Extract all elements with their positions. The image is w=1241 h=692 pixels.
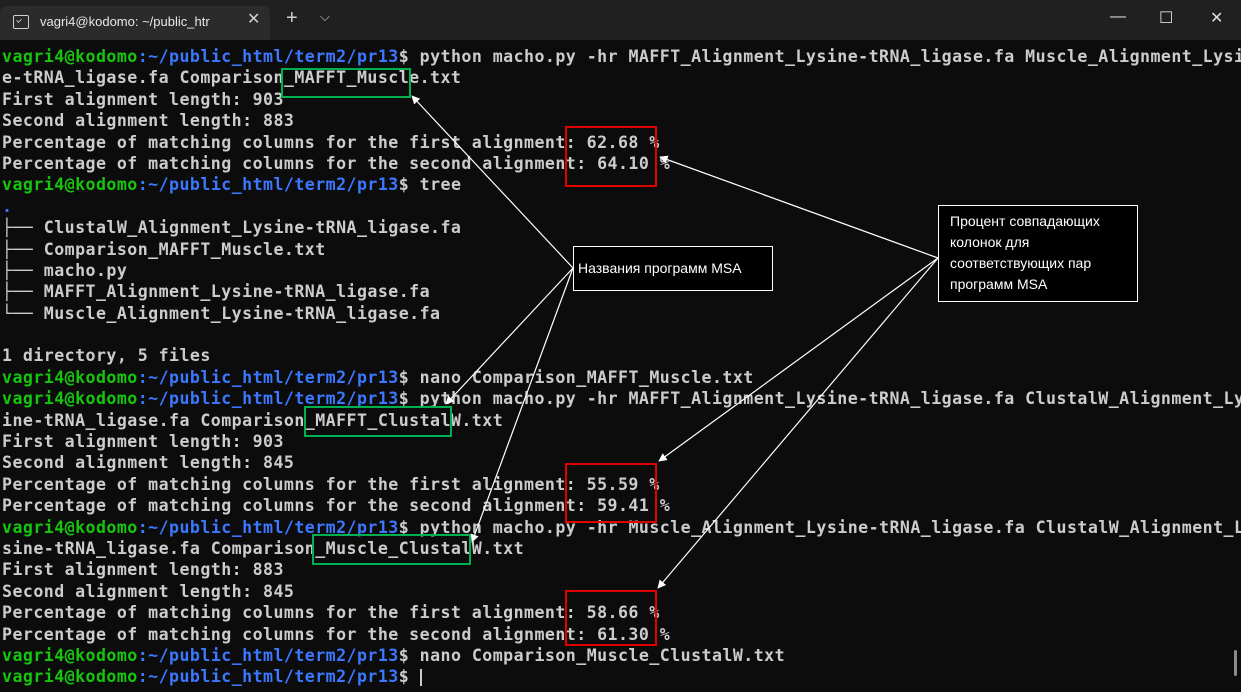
- percent-highlight: [565, 590, 657, 646]
- output-text: ├── ClustalW_Alignment_Lysine-tRNA_ligas…: [2, 218, 462, 238]
- prompt-user: vagri4@kodomo: [2, 645, 138, 665]
- prompt-user: vagri4@kodomo: [2, 389, 138, 409]
- output-text: First alignment length: 903: [2, 432, 284, 452]
- output-text: Percentage of matching columns for the s…: [2, 624, 671, 644]
- scrollbar[interactable]: [1234, 650, 1237, 676]
- output-line: sine-tRNA_ligase.fa Comparison_Muscle_Cl…: [2, 538, 1238, 559]
- output-text: Percentage of matching columns for the f…: [2, 603, 660, 623]
- new-tab-button[interactable]: +: [286, 7, 298, 29]
- output-text: Second alignment length: 845: [2, 453, 295, 473]
- msa-names-label: Названия программ MSA: [578, 260, 742, 276]
- maximize-button[interactable]: ☐: [1159, 10, 1174, 27]
- output-line: e-tRNA_ligase.fa Comparison_MAFFT_Muscle…: [2, 67, 1238, 88]
- output-line: ├── ClustalW_Alignment_Lysine-tRNA_ligas…: [2, 217, 1238, 238]
- prompt-line: vagri4@kodomo:~/public_html/term2/pr13$ …: [2, 367, 1238, 388]
- title-bar: vagri4@kodomo: ~/public_htr ✕ + ⌵ — ☐ ✕: [0, 0, 1241, 40]
- prompt-line: vagri4@kodomo:~/public_html/term2/pr13$: [2, 666, 1238, 687]
- msa-name-highlight: [304, 406, 452, 437]
- output-line: Percentage of matching columns for the f…: [2, 602, 1238, 623]
- prompt-user: vagri4@kodomo: [2, 517, 138, 537]
- prompt-user: vagri4@kodomo: [2, 175, 138, 195]
- output-line: .: [2, 196, 1238, 217]
- output-text: Percentage of matching columns for the f…: [2, 474, 660, 494]
- output-line: First alignment length: 903: [2, 431, 1238, 452]
- output-text: First alignment length: 883: [2, 560, 284, 580]
- prompt-symbol: $: [398, 175, 410, 195]
- percent-highlight: [565, 463, 657, 523]
- output-line: Second alignment length: 845: [2, 452, 1238, 473]
- output-line: [2, 324, 1238, 345]
- percent-label-line: Процент совпадающих: [950, 213, 1100, 229]
- terminal-icon: [13, 15, 29, 29]
- percent-highlight: [565, 126, 657, 187]
- output-line: 1 directory, 5 files: [2, 345, 1238, 366]
- output-line: ├── Comparison_MAFFT_Muscle.txt: [2, 239, 1238, 260]
- prompt-path: :~/public_html/term2/pr13: [137, 667, 399, 687]
- output-text: Percentage of matching columns for the f…: [2, 132, 660, 152]
- prompt-path: :~/public_html/term2/pr13: [137, 367, 399, 387]
- text-cursor: [419, 669, 422, 687]
- command-text: tree: [409, 175, 462, 195]
- prompt-line: vagri4@kodomo:~/public_html/term2/pr13$ …: [2, 645, 1238, 666]
- prompt-line: vagri4@kodomo:~/public_html/term2/pr13$ …: [2, 388, 1241, 409]
- prompt-path: :~/public_html/term2/pr13: [137, 645, 399, 665]
- output-line: First alignment length: 883: [2, 559, 1238, 580]
- output-text: Second alignment length: 845: [2, 581, 295, 601]
- command-text: nano Comparison_Muscle_ClustalW.txt: [409, 645, 786, 665]
- command-text: [409, 667, 419, 686]
- output-text: ├── MAFFT_Alignment_Lysine-tRNA_ligase.f…: [2, 282, 431, 302]
- output-text: sine-tRNA_ligase.fa Comparison_Muscle_Cl…: [2, 538, 525, 558]
- percent-label-line: колонок для: [950, 234, 1030, 250]
- output-line: └── Muscle_Alignment_Lysine-tRNA_ligase.…: [2, 303, 1238, 324]
- terminal-tab[interactable]: vagri4@kodomo: ~/public_htr ✕: [0, 6, 270, 40]
- output-text: └── Muscle_Alignment_Lysine-tRNA_ligase.…: [2, 303, 441, 323]
- prompt-symbol: $: [398, 367, 410, 387]
- msa-name-highlight: [281, 68, 411, 98]
- output-text: e-tRNA_ligase.fa Comparison_MAFFT_Muscle…: [2, 68, 462, 88]
- command-text: python macho.py -hr MAFFT_Alignment_Lysi…: [409, 389, 1241, 409]
- msa-name-highlight: [312, 534, 471, 565]
- prompt-symbol: $: [398, 667, 410, 687]
- chevron-down-icon[interactable]: ⌵: [320, 9, 330, 24]
- prompt-symbol: $: [398, 389, 410, 409]
- prompt-symbol: $: [398, 645, 410, 665]
- prompt-user: vagri4@kodomo: [2, 667, 138, 687]
- prompt-symbol: $: [398, 47, 410, 66]
- minimize-button[interactable]: —: [1110, 8, 1126, 25]
- output-line: ├── macho.py: [2, 260, 1238, 281]
- prompt-path: :~/public_html/term2/pr13: [137, 47, 399, 66]
- prompt-user: vagri4@kodomo: [2, 367, 138, 387]
- output-line: Second alignment length: 883: [2, 110, 1238, 131]
- prompt-symbol: $: [398, 517, 410, 537]
- percent-label-line: программ MSA: [950, 276, 1048, 292]
- tab-close-icon[interactable]: ✕: [247, 11, 261, 28]
- msa-names-callout: Названия программ MSA: [573, 246, 773, 291]
- command-text: python macho.py -hr Muscle_Alignment_Lys…: [409, 517, 1241, 537]
- command-text: nano Comparison_MAFFT_Muscle.txt: [409, 367, 754, 387]
- output-text: First alignment length: 903: [2, 89, 284, 109]
- tree-root: .: [2, 196, 13, 216]
- output-line: ine-tRNA_ligase.fa Comparison_MAFFT_Clus…: [2, 410, 1238, 431]
- output-line: Percentage of matching columns for the s…: [2, 624, 1238, 645]
- prompt-user: vagri4@kodomo: [2, 47, 138, 66]
- window-close-button[interactable]: ✕: [1210, 10, 1224, 27]
- output-line: ├── MAFFT_Alignment_Lysine-tRNA_ligase.f…: [2, 281, 1238, 302]
- output-text: ├── macho.py: [2, 260, 128, 280]
- prompt-path: :~/public_html/term2/pr13: [137, 517, 399, 537]
- tab-title: vagri4@kodomo: ~/public_htr: [40, 14, 210, 29]
- command-text: python macho.py -hr MAFFT_Alignment_Lysi…: [409, 47, 1241, 66]
- prompt-path: :~/public_html/term2/pr13: [137, 175, 399, 195]
- output-text: 1 directory, 5 files: [2, 346, 211, 366]
- output-text: ├── Comparison_MAFFT_Muscle.txt: [2, 239, 326, 259]
- output-text: Second alignment length: 883: [2, 111, 295, 131]
- output-line: Second alignment length: 845: [2, 581, 1238, 602]
- prompt-line: vagri4@kodomo:~/public_html/term2/pr13$ …: [2, 46, 1241, 67]
- percent-label-line: соответствующих пар: [950, 255, 1092, 271]
- output-line: First alignment length: 903: [2, 89, 1238, 110]
- output-text: ine-tRNA_ligase.fa Comparison_MAFFT_Clus…: [2, 410, 504, 430]
- prompt-path: :~/public_html/term2/pr13: [137, 389, 399, 409]
- percent-callout: Процент совпадающих колонок для соответс…: [938, 205, 1138, 302]
